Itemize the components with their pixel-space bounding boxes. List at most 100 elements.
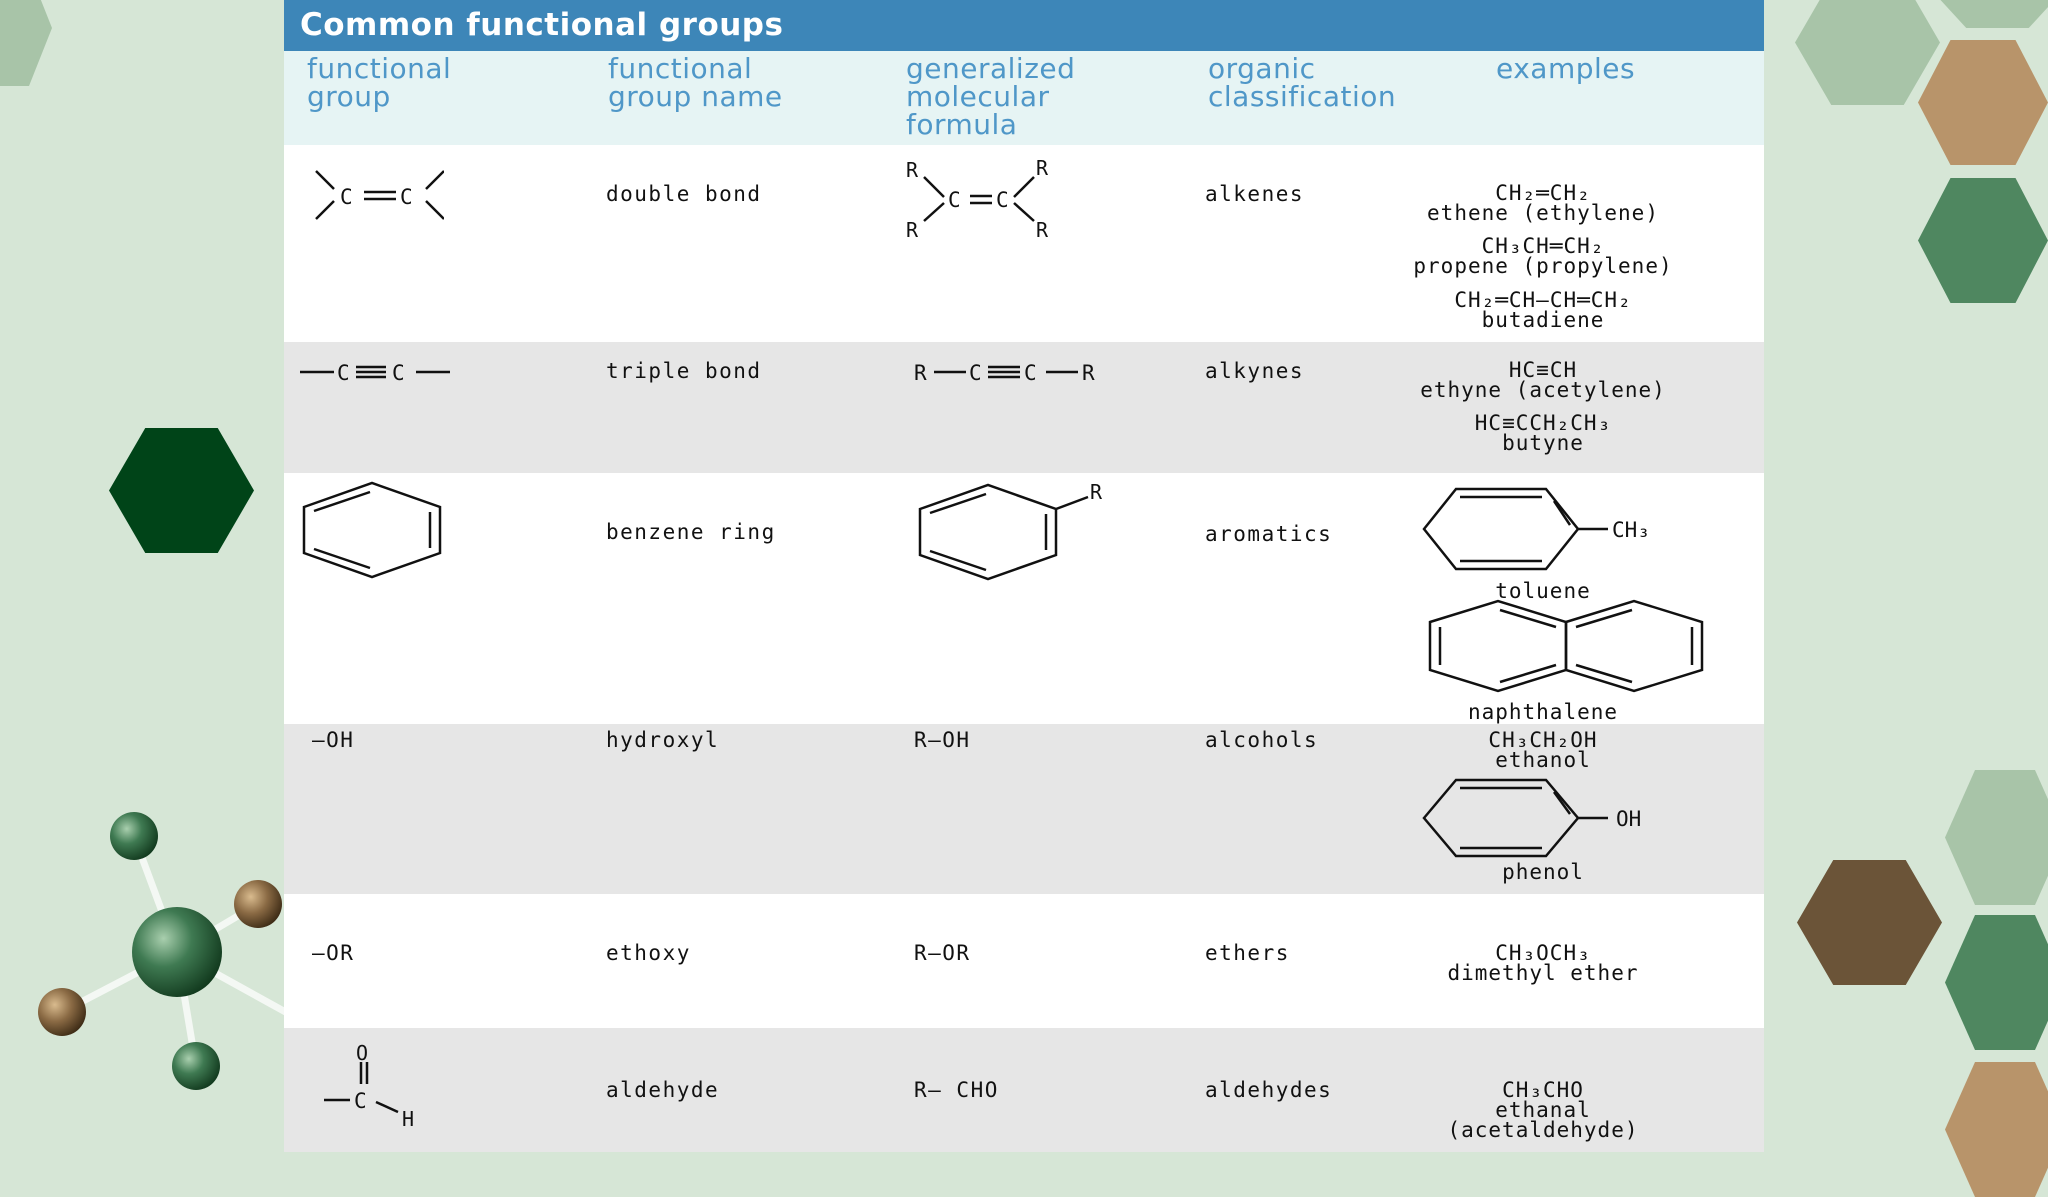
example-butyne: HC≡CCH₂CH₃ butyne — [1408, 411, 1678, 455]
group-name: hydroxyl — [606, 728, 720, 752]
example-alt-name: (acetaldehyde) — [1447, 1118, 1639, 1142]
benzene-ring-structure — [302, 481, 442, 579]
group-name: aldehyde — [606, 1078, 720, 1102]
example-ethanol: CH₃CH₂OH ethanol — [1408, 728, 1678, 772]
table-header: functional group functional group name g… — [284, 51, 1764, 145]
example-name: ethanol — [1495, 748, 1591, 772]
decor-hexagon — [1945, 770, 2048, 905]
carbon-label: C — [1024, 361, 1037, 385]
table-row-ethers: —OR ethoxy R—OR ethers CH₃OCH₃ dimethyl … — [284, 894, 1764, 1028]
example-formula: CH₃CH₂OH — [1488, 728, 1598, 752]
r-group-label: R — [906, 218, 919, 240]
naphthalene-structure — [1428, 599, 1704, 693]
table-row-alkynes: C C triple bond R C C R alkynes HC≡CH et… — [284, 342, 1764, 473]
decor-hexagon — [1797, 860, 1942, 985]
group-name: ethoxy — [606, 941, 691, 965]
group-name: double bond — [606, 182, 762, 206]
r-group-label: R — [1036, 156, 1049, 180]
table-row-alkenes: C C double bond R R C C R R alkenes CH₂═… — [284, 145, 1764, 342]
classification: aromatics — [1205, 522, 1333, 546]
molecule-illustration — [38, 812, 300, 1090]
example-name: ethyne (acetylene) — [1420, 378, 1666, 402]
decor-hexagon — [109, 428, 254, 553]
hydrogen-label: H — [402, 1107, 414, 1131]
example-name: dimethyl ether — [1447, 961, 1639, 985]
general-formula: R— CHO — [914, 1078, 999, 1102]
column-header-examples: examples — [1496, 52, 1636, 85]
r-group-label: R — [914, 361, 927, 385]
r-group-label: R — [1082, 361, 1095, 385]
functional-group: —OH — [312, 728, 355, 752]
table-row-alcohols: —OH hydroxyl R—OH alcohols CH₃CH₂OH etha… — [284, 724, 1764, 894]
general-formula: R—OH — [914, 728, 971, 752]
example-formula: CH₂═CH—CH═CH₂ — [1454, 288, 1632, 312]
example-formula: HC≡CH — [1508, 358, 1578, 382]
example-ethene: CH₂═CH₂ ethene (ethylene) — [1408, 181, 1678, 225]
carbon-label: C — [337, 361, 350, 385]
toluene-structure: CH₃ — [1422, 487, 1650, 571]
decor-hexagon — [1918, 40, 2048, 165]
decor-hexagon — [0, 0, 52, 86]
example-ethanal: CH₃CHO ethanal (acetaldehyde) — [1408, 1078, 1678, 1142]
example-formula: HC≡CCH₂CH₃ — [1474, 411, 1612, 435]
group-name: benzene ring — [606, 520, 776, 544]
example-name: naphthalene — [1467, 700, 1619, 724]
example-propene: CH₃CH═CH₂ propene (propylene) — [1408, 236, 1678, 278]
aromatic-general-formula: R — [918, 480, 1103, 581]
example-toluene: toluene — [1408, 579, 1678, 603]
table-title: Common functional groups — [284, 0, 1764, 51]
group-name: triple bond — [606, 359, 762, 383]
column-header-classification: organic classification — [1208, 52, 1397, 113]
aldehyde-structure: O C H — [324, 1041, 414, 1131]
phenol-structure: OH — [1422, 778, 1641, 858]
carbon-label: C — [340, 185, 353, 209]
carbon-label: C — [400, 185, 413, 209]
example-name: toluene — [1495, 579, 1591, 603]
column-header-functional-group: functional group — [307, 52, 452, 113]
example-butadiene: CH₂═CH—CH═CH₂ butadiene — [1408, 288, 1678, 332]
carbon-label: C — [354, 1089, 367, 1113]
example-name: phenol — [1502, 860, 1584, 884]
classification: ethers — [1205, 941, 1290, 965]
r-group-label: R — [1090, 480, 1103, 504]
decor-hexagon — [1945, 915, 2048, 1050]
triple-bond-structure: C C — [300, 361, 450, 385]
general-formula: R—OR — [914, 941, 971, 965]
classification: alkenes — [1205, 182, 1305, 206]
column-header-molecular-formula: generalized molecular formula — [906, 52, 1076, 141]
example-name: butyne — [1502, 431, 1584, 455]
example-formula: CH₃OCH₃ — [1495, 941, 1591, 965]
methyl-label: CH₃ — [1612, 518, 1650, 542]
classification: alkynes — [1205, 359, 1305, 383]
carbon-label: C — [969, 361, 982, 385]
r-group-label: R — [1036, 218, 1049, 240]
example-name: propene (propylene) — [1413, 254, 1673, 278]
classification: alcohols — [1205, 728, 1319, 752]
example-dimethyl-ether: CH₃OCH₃ dimethyl ether — [1408, 941, 1678, 985]
alkyne-general-formula: R C C R — [914, 361, 1095, 385]
carbon-label: C — [392, 361, 405, 385]
decor-hexagon — [1918, 178, 2048, 303]
example-ethyne: HC≡CH ethyne (acetylene) — [1408, 358, 1678, 402]
hydroxyl-label: OH — [1616, 807, 1641, 831]
table-row-aldehydes: O C H aldehyde R— CHO aldehydes CH₃CHO e… — [284, 1028, 1764, 1152]
decor-hexagon — [1935, 0, 2048, 28]
column-header-group-name: functional group name — [608, 52, 783, 113]
carbon-label: C — [948, 188, 961, 212]
example-name: ethanal — [1495, 1098, 1591, 1122]
example-formula: CH₃CHO — [1502, 1078, 1584, 1102]
example-formula: CH₂═CH₂ — [1495, 181, 1591, 205]
functional-group: —OR — [312, 941, 355, 965]
alkene-general-formula: R R C C R R — [906, 156, 1049, 240]
r-group-label: R — [906, 158, 919, 182]
decor-hexagon — [1945, 1062, 2048, 1197]
decor-hexagon — [1795, 0, 1940, 105]
table-row-aromatics: benzene ring R aromatics CH₃ toluen — [284, 473, 1764, 724]
functional-groups-table: Common functional groups functional grou… — [284, 0, 1764, 1152]
double-bond-structure: C C — [315, 170, 444, 220]
carbon-label: C — [996, 188, 1009, 212]
example-name: ethene (ethylene) — [1427, 201, 1659, 225]
example-phenol: phenol — [1408, 860, 1678, 884]
example-name: butadiene — [1481, 308, 1605, 332]
oxygen-label: O — [356, 1041, 368, 1065]
